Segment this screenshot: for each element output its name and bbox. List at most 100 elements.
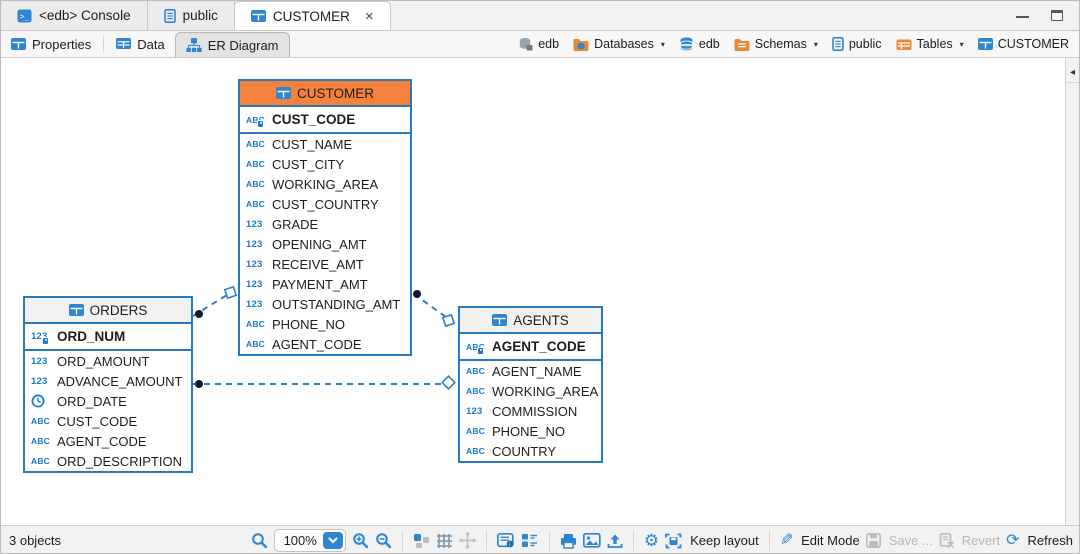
diagram-outline-icon[interactable]	[521, 533, 539, 548]
upload-icon[interactable]	[607, 533, 623, 549]
refresh-button[interactable]: ⟳ Refresh	[1006, 532, 1073, 549]
search-icon[interactable]	[251, 532, 268, 549]
edit-mode-button[interactable]: ✎ Edit Mode	[779, 531, 860, 549]
breadcrumb-connection[interactable]: edb	[518, 37, 559, 51]
zoom-in-icon[interactable]	[352, 532, 369, 549]
breadcrumb-databases[interactable]: Databases ▾	[573, 37, 665, 51]
entity-customer-header[interactable]: CUSTOMER	[240, 81, 410, 107]
close-tab-icon[interactable]: ×	[364, 7, 374, 25]
properties-icon	[11, 38, 26, 50]
schema-document-icon	[832, 37, 844, 51]
breadcrumb-table[interactable]: CUSTOMER	[977, 37, 1069, 51]
chevron-down-icon[interactable]: ▾	[813, 39, 818, 49]
breadcrumb-schema[interactable]: public	[832, 37, 882, 51]
tab-properties[interactable]: Properties	[1, 31, 101, 57]
move-diagram-icon	[459, 532, 476, 549]
column-row[interactable]: ABC CUST_CODE	[240, 107, 410, 134]
tab-customer-label: CUSTOMER	[272, 8, 350, 24]
string-type-icon: ABC	[246, 179, 266, 189]
auto-layout-icon[interactable]	[413, 533, 430, 549]
keep-layout-button[interactable]: Keep layout	[665, 533, 759, 549]
minimize-icon[interactable]	[1016, 14, 1029, 18]
tab-customer[interactable]: CUSTOMER ×	[233, 1, 391, 30]
table-icon	[492, 314, 508, 326]
zoom-out-icon[interactable]	[375, 532, 392, 549]
diagram-details-icon[interactable]: i	[496, 533, 515, 548]
breadcrumb-database[interactable]: edb	[679, 37, 720, 51]
column-row[interactable]: ORD_DATE	[25, 391, 191, 411]
chevron-down-icon[interactable]: ▾	[660, 39, 665, 49]
table-icon	[250, 10, 266, 22]
entity-title: CUSTOMER	[296, 85, 374, 101]
string-type-icon: ABC	[246, 139, 266, 149]
number-type-icon: 123	[246, 298, 263, 310]
zoom-dropdown-button[interactable]	[322, 532, 343, 549]
chevron-down-icon[interactable]: ▾	[959, 39, 964, 49]
breadcrumb-tables[interactable]: Tables ▾	[896, 37, 964, 51]
print-icon[interactable]	[560, 533, 577, 549]
zoom-level-control[interactable]: 100%	[273, 529, 346, 552]
tab-public[interactable]: public	[147, 1, 235, 30]
string-type-icon: ABC	[466, 366, 486, 376]
divider	[768, 530, 770, 551]
settings-gear-icon[interactable]: ⚙	[643, 531, 660, 550]
editor-subbar: Properties Data ER Diagram edb	[1, 31, 1079, 58]
relation-customer-agents[interactable]	[413, 293, 451, 321]
column-row[interactable]: ABC AGENT_CODE	[460, 334, 601, 361]
palette-strip: ◂	[1065, 58, 1079, 525]
export-image-icon[interactable]	[582, 533, 601, 548]
relations-layer	[192, 285, 456, 390]
table-icon	[977, 38, 993, 50]
maximize-icon[interactable]	[1051, 10, 1063, 21]
toggle-grid-icon[interactable]	[436, 533, 453, 549]
tab-console[interactable]: >_ <edb> Console	[1, 1, 148, 30]
column-name: PAYMENT_AMT	[272, 276, 368, 292]
divider	[401, 530, 403, 551]
svg-text:>_: >_	[20, 12, 30, 21]
column-name: AGENT_CODE	[272, 336, 362, 352]
svg-text:i: i	[509, 542, 511, 548]
relation-orders-customer[interactable]	[192, 294, 228, 317]
column-name: CUST_CITY	[272, 156, 345, 172]
save-label: Save ...	[888, 533, 933, 548]
tab-er-diagram[interactable]: ER Diagram	[174, 32, 290, 57]
pencil-icon: ✎	[779, 531, 794, 549]
tab-data[interactable]: Data	[106, 31, 174, 57]
entity-orders-header[interactable]: ORDERS	[25, 298, 191, 324]
entity-agents-header[interactable]: AGENTS	[460, 308, 601, 334]
breadcrumb-schemas[interactable]: Schemas ▾	[734, 37, 818, 51]
connection-icon	[518, 37, 533, 51]
palette-collapse-icon[interactable]: ◂	[1066, 63, 1079, 83]
relation-endpoint-dot	[195, 380, 203, 388]
column-row[interactable]: 123 ORD_NUM	[25, 324, 191, 351]
table-icon	[275, 87, 291, 99]
breadcrumb-schema-label: public	[848, 37, 882, 51]
schemas-folder-icon	[734, 38, 750, 51]
divider	[548, 530, 550, 551]
